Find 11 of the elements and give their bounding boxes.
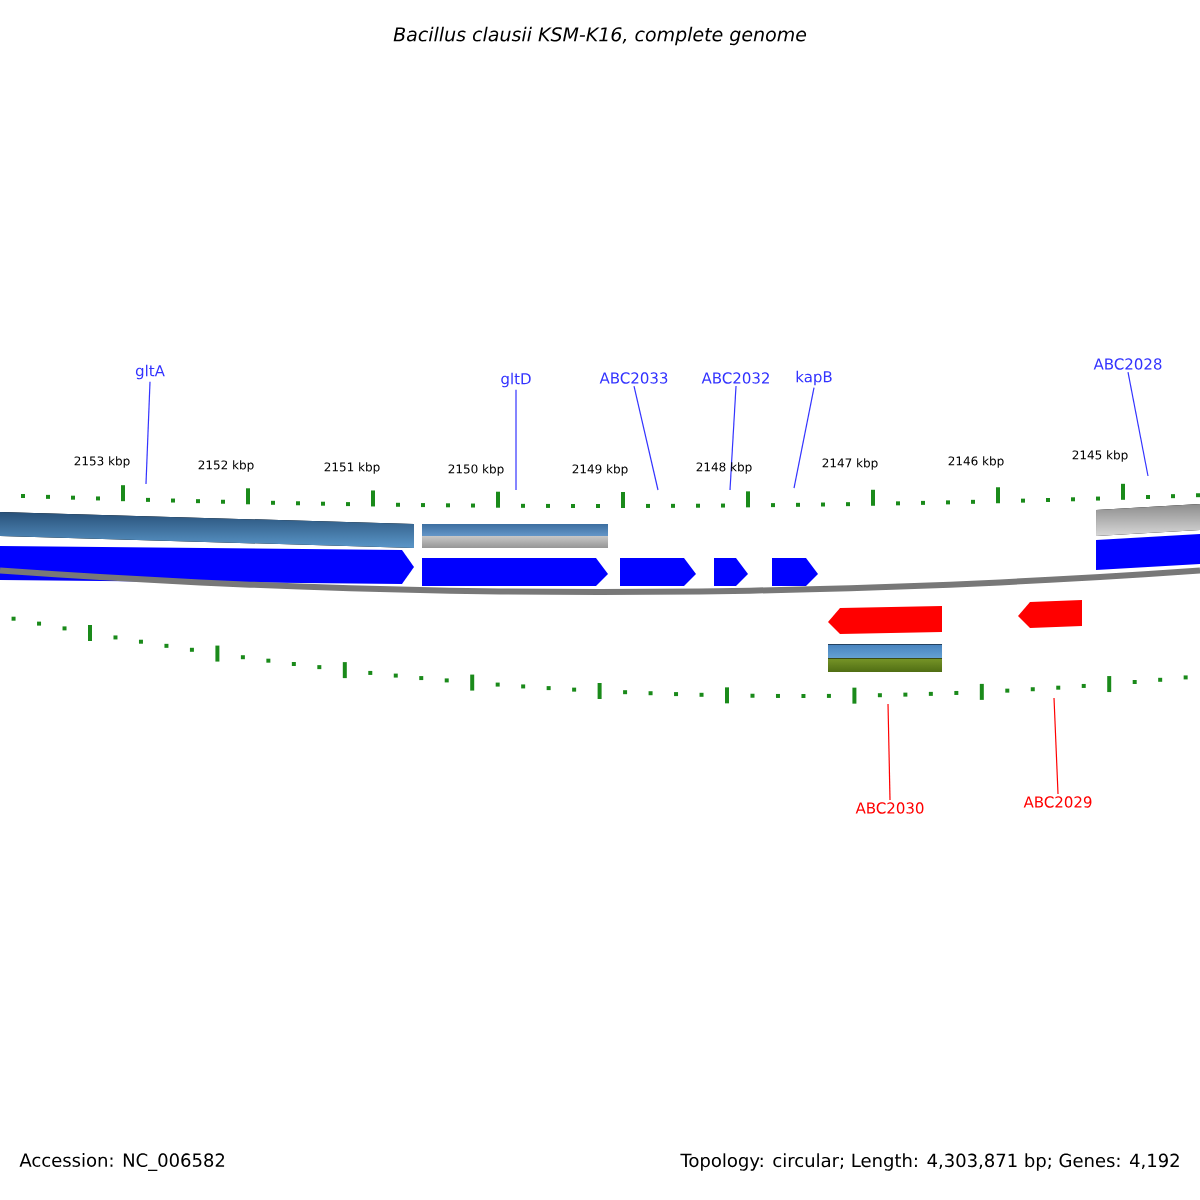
leader-line <box>145 381 151 485</box>
leader-line <box>793 387 815 489</box>
title: Bacillus clausii KSM-K16, complete genome <box>393 26 807 46</box>
leader-line <box>887 703 891 801</box>
leader-line <box>729 385 737 491</box>
leader-line <box>633 385 659 491</box>
genome-stats-text: Topology: circular; Length: 4,303,871 bp; Genes: 4,192 <box>680 1153 1179 1171</box>
leader-line <box>515 389 517 491</box>
leader-line <box>1053 697 1059 795</box>
leader-line <box>1127 371 1149 477</box>
accession-text: Accession: NC_006582 <box>19 1153 225 1171</box>
